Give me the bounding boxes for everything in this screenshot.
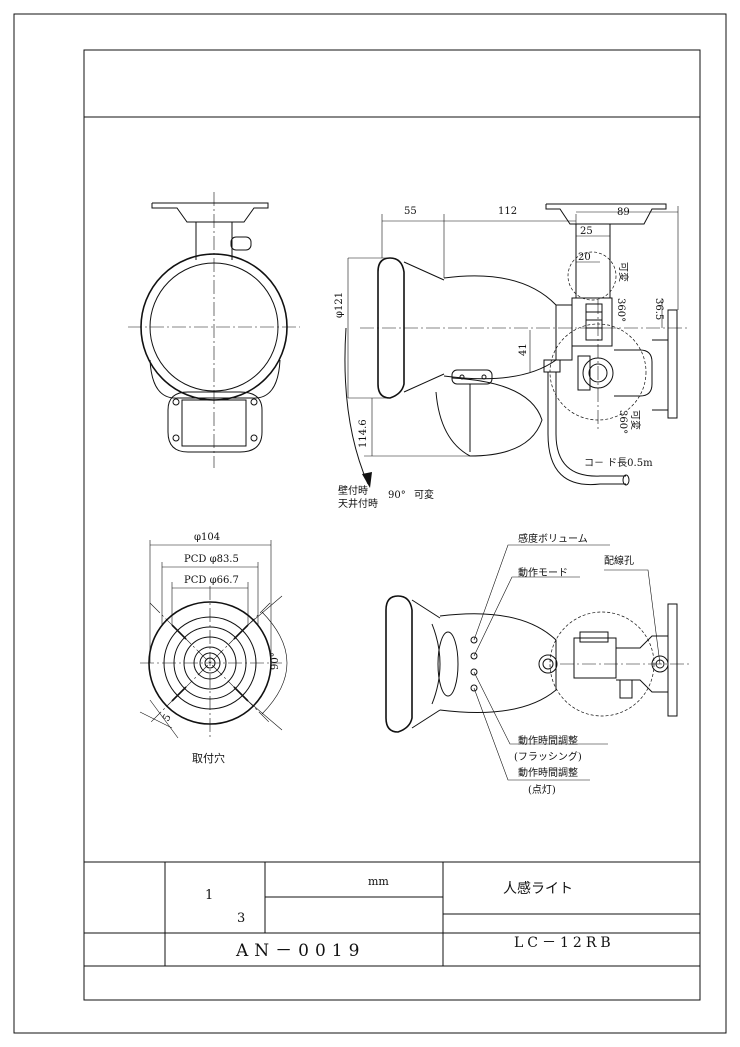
detail-view xyxy=(385,544,690,781)
dim-112: 112 xyxy=(498,206,517,217)
product-name: 人感ライト xyxy=(503,880,573,897)
dim-41: 41 xyxy=(518,343,529,356)
dim-360-a: 360° xyxy=(615,298,626,322)
mount-hole-label: 取付穴 xyxy=(192,751,225,765)
wall-mount-label: 壁付時 xyxy=(338,484,368,497)
time-light-label: 動作時間調整 xyxy=(518,766,578,779)
dim-phi104: φ104 xyxy=(194,532,220,543)
wiring-hole-label: 配線孔 xyxy=(604,554,634,567)
side-view xyxy=(344,203,690,488)
dim-360-b: 360° xyxy=(617,410,628,434)
drawing-number: AN－0019 xyxy=(235,941,365,961)
inner-border xyxy=(83,49,701,1001)
dim-kahen-top: 可変 xyxy=(617,262,630,282)
dim-five: 5 xyxy=(161,712,174,723)
outer-border xyxy=(13,13,727,1034)
dim-phi121: φ121 xyxy=(334,292,345,318)
dim-114-6: 114.6 xyxy=(358,419,369,448)
mount-plate-view xyxy=(139,540,288,740)
angle-kahen: 可変 xyxy=(414,488,434,501)
dim-kahen-b: 可変 xyxy=(629,410,642,430)
time-flash-sub: (フラッシング) xyxy=(514,750,582,763)
sensitivity-label: 感度ボリューム xyxy=(518,532,588,545)
title-num3: 3 xyxy=(237,911,245,926)
dim-20: 20 xyxy=(578,252,591,263)
dim-25: 25 xyxy=(580,226,593,237)
mode-label: 動作モード xyxy=(518,566,568,579)
angle-90: 90° xyxy=(388,490,406,501)
dim-pcd-83-5: PCD φ83.5 xyxy=(184,554,239,565)
dim-pcd-66-7: PCD φ66.7 xyxy=(184,575,239,586)
front-view xyxy=(128,192,300,468)
title-num1: 1 xyxy=(205,888,213,903)
unit-label: mm xyxy=(368,875,389,888)
dim-deg90: 90° xyxy=(270,652,281,670)
time-flash-label: 動作時間調整 xyxy=(518,734,578,747)
title-block xyxy=(84,861,700,967)
ceiling-mount-label: 天井付時 xyxy=(338,497,378,510)
time-light-sub: (点灯) xyxy=(528,784,556,796)
dim-55: 55 xyxy=(404,206,417,217)
dim-89: 89 xyxy=(617,207,630,218)
cord-length: コ－ ド長0.5m xyxy=(584,457,653,469)
dim-36-5: 36.5 xyxy=(653,298,664,320)
model-number: LC－12RB xyxy=(514,935,615,951)
